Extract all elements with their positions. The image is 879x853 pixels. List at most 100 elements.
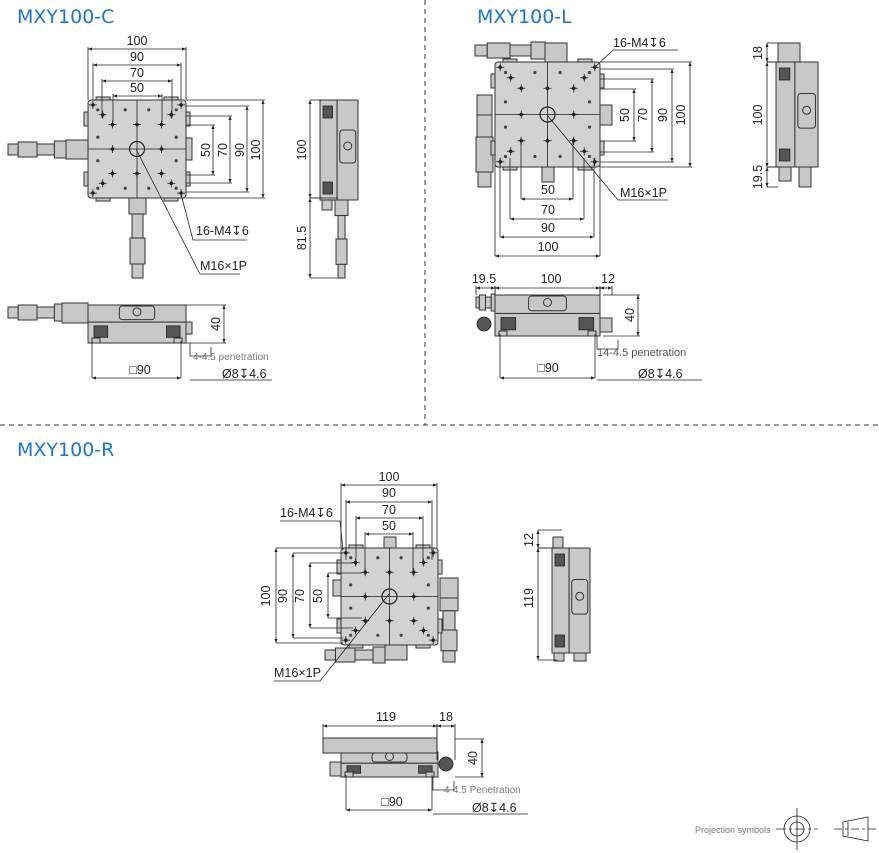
- guide-tab: [599, 73, 605, 89]
- foot: [344, 771, 354, 778]
- arrowhead: [536, 544, 540, 548]
- arrowhead: [158, 94, 162, 98]
- guide-tab: [185, 111, 191, 127]
- thimble-cap: [337, 263, 346, 279]
- arrowhead: [428, 500, 432, 504]
- sleeve: [442, 610, 456, 631]
- m4-hole-mark: [543, 136, 552, 145]
- arrowhead: [245, 106, 249, 110]
- thimble-cap: [442, 650, 456, 663]
- dim-label: 100: [249, 140, 263, 161]
- projection-symbols: Projection symbols: [695, 808, 876, 850]
- arrowhead: [650, 148, 654, 152]
- arrowhead: [670, 69, 674, 73]
- micrometer-head: [475, 114, 494, 188]
- counterbore-callout: Ø8↧4.6: [222, 367, 267, 381]
- micrometer-mount: [439, 577, 459, 599]
- thimble: [440, 629, 458, 652]
- m4-hole-mark: [167, 179, 176, 188]
- arrowhead: [591, 376, 595, 380]
- screw-hole: [503, 70, 508, 75]
- m4-hole-mark: [543, 84, 552, 93]
- screw-block: [322, 105, 333, 119]
- arrowhead: [765, 183, 769, 187]
- clamp-knob: [599, 104, 613, 126]
- sleeve: [131, 213, 144, 239]
- section-mxy100-l: MXY100-L 50 70 90 100 50 70 90 100 16-M4…: [472, 6, 819, 381]
- arrowhead: [308, 194, 312, 198]
- screw-block: [778, 67, 791, 81]
- screw-hole: [349, 606, 353, 610]
- screw-hole: [147, 186, 151, 190]
- horizontal-dimension: [475, 286, 496, 295]
- clamp-knob: [185, 321, 193, 335]
- dim-label: 100: [541, 272, 562, 286]
- arrowhead: [670, 158, 674, 162]
- arrowhead: [323, 724, 327, 728]
- clamp-knob: [541, 166, 555, 183]
- screw-hole: [533, 70, 537, 75]
- screw-hole: [503, 125, 508, 129]
- dim-label: 18: [439, 710, 453, 724]
- arrowhead: [261, 194, 265, 198]
- clamp-knob: [185, 137, 193, 161]
- arrowhead: [451, 724, 455, 728]
- m4-hole-mark: [157, 169, 166, 178]
- dim-label: 40: [623, 308, 637, 322]
- guide-tab: [490, 140, 496, 156]
- arrowhead: [346, 808, 350, 812]
- base-square-label: □90: [381, 795, 403, 809]
- top-view: [474, 41, 613, 188]
- thimble: [486, 42, 511, 59]
- screw-hole: [349, 633, 353, 637]
- m4-hole-mark: [98, 179, 107, 188]
- foot: [173, 337, 183, 344]
- horizontal-dimension: [599, 286, 613, 295]
- arrowhead: [536, 530, 540, 534]
- dim-label: 70: [216, 143, 230, 157]
- guide-tab: [437, 618, 443, 634]
- micrometer-mount: [476, 94, 493, 116]
- dim-label: 100: [379, 470, 400, 484]
- m4-hole-mark: [429, 636, 438, 645]
- horizontal-dimension: [520, 138, 574, 201]
- micrometer-head: [7, 303, 67, 322]
- vertical-dimension: [186, 124, 215, 176]
- arrowhead: [168, 79, 172, 83]
- arrowhead: [274, 639, 278, 643]
- micrometer-mount: [384, 643, 408, 661]
- arrowhead: [596, 286, 600, 290]
- micrometer-mount: [777, 42, 801, 63]
- screw-hole: [399, 633, 403, 637]
- dim-label: 100: [259, 586, 273, 607]
- center-thread-callout: M16×1P: [274, 666, 321, 680]
- guide-tab: [336, 559, 342, 575]
- micrometer-head: [128, 197, 147, 279]
- micrometer-head: [334, 199, 349, 279]
- dim-label: 12: [522, 533, 536, 547]
- horizontal-dimension: [345, 500, 433, 560]
- dim-label: 100: [295, 140, 309, 161]
- front-view: [7, 302, 193, 344]
- arrowhead: [245, 188, 249, 192]
- thread-holes-callout: 16-M4↧6: [280, 506, 333, 520]
- arrowhead: [500, 376, 504, 380]
- clamp-knob: [778, 166, 792, 182]
- lock-screw: [343, 141, 353, 151]
- sleeve: [476, 114, 493, 138]
- m4-hole-mark: [157, 120, 166, 129]
- center-thread-callout: M16×1P: [200, 259, 247, 273]
- projection-trapezoid-icon: [834, 816, 876, 842]
- m4-hole-mark: [108, 120, 117, 129]
- thimble-cap: [474, 44, 488, 57]
- arrowhead: [308, 100, 312, 104]
- m4-hole-mark: [385, 568, 394, 577]
- dim-label: 70: [130, 66, 144, 80]
- thimble-cap: [7, 306, 19, 319]
- vertical-dimension: [600, 88, 636, 142]
- arrowhead: [428, 808, 432, 812]
- penetration-note: 4-4.5 penetration: [193, 352, 269, 363]
- thimble: [335, 647, 356, 663]
- horizontal-dimension: [87, 47, 187, 100]
- arrowhead: [419, 516, 423, 520]
